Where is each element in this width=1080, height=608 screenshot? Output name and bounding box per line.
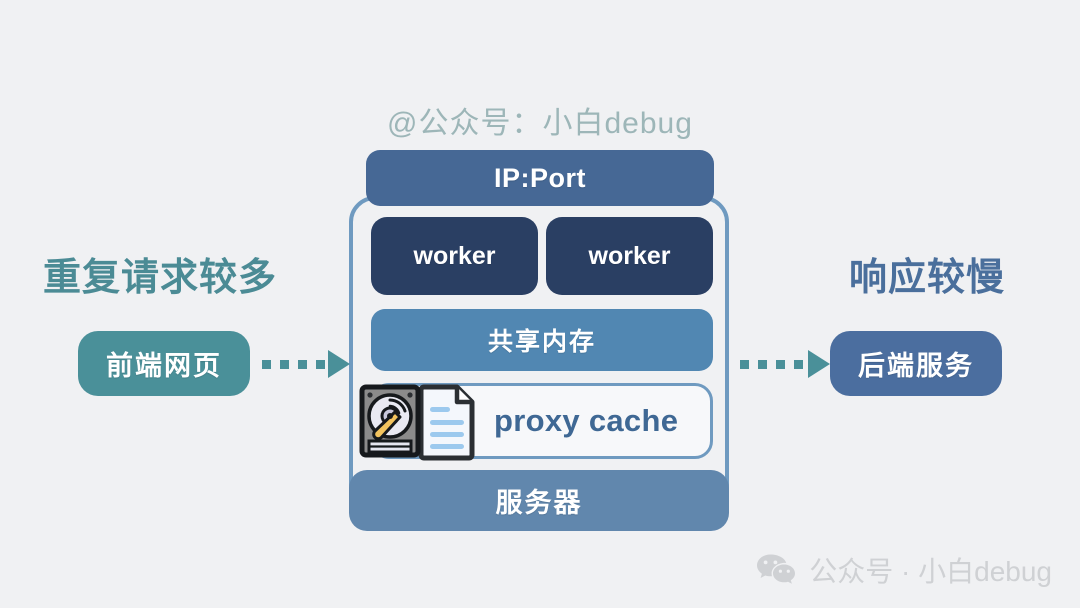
shared-memory-box: 共享内存 — [371, 309, 713, 371]
arrow-frontend-to-server — [262, 350, 350, 378]
arrow-head-icon — [328, 350, 350, 378]
bottom-watermark-text: 公众号 · 小白debug — [809, 556, 1052, 587]
left-heading: 重复请求较多 — [43, 257, 278, 299]
arrow-head-icon — [808, 350, 830, 378]
wechat-icon — [757, 554, 796, 584]
backend-service-pill: 后端服务 — [830, 331, 1002, 396]
arrow-server-to-backend — [740, 350, 830, 378]
ip-port-box: IP:Port — [366, 150, 714, 206]
hard-disk-icon — [359, 384, 421, 458]
top-watermark: @公众号：小白debug — [387, 107, 693, 140]
proxy-cache-label: proxy cache — [494, 403, 679, 438]
bottom-watermark: 公众号 · 小白debug — [756, 550, 1052, 590]
arrow-dashes — [740, 359, 809, 369]
arrow-dashes — [262, 359, 329, 369]
server-label-box: 服务器 — [349, 470, 729, 531]
right-heading: 响应较慢 — [848, 257, 1005, 299]
frontend-page-pill: 前端网页 — [78, 331, 250, 396]
worker-box-1: worker — [371, 217, 538, 295]
document-icon — [418, 384, 475, 461]
worker-box-2: worker — [546, 217, 713, 295]
